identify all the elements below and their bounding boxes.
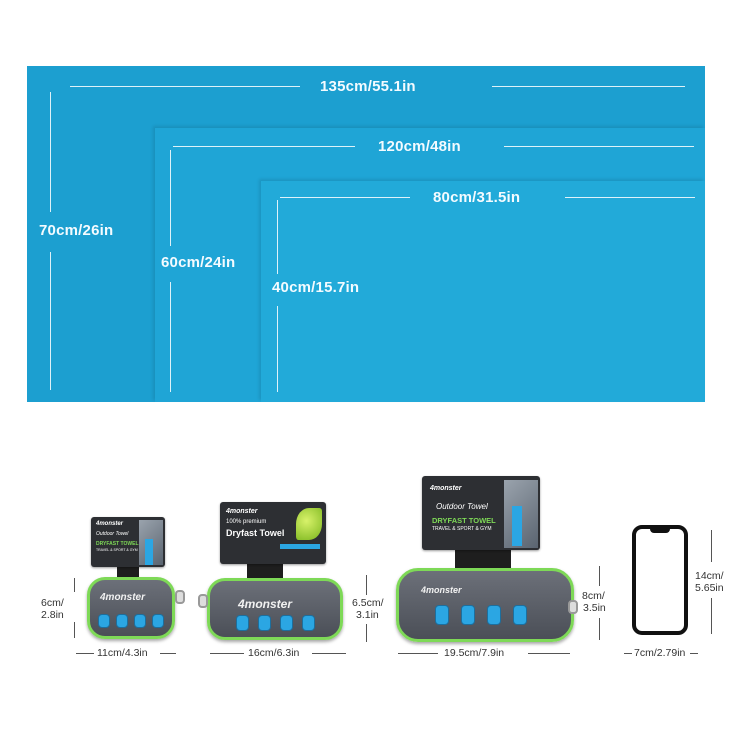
pack-small-tag-subtitle: Outdoor Towel xyxy=(96,531,129,537)
towel-small-height-line-bottom xyxy=(277,306,278,392)
pack-small-width-line-left xyxy=(76,653,94,654)
towel-large-height-label: 70cm/26in xyxy=(39,222,114,239)
pack-medium-tag: 4monster 100% premium Dryfast Towel xyxy=(220,502,326,564)
pack-small-vent-2 xyxy=(116,614,128,628)
towel-small-height-label: 40cm/15.7in xyxy=(272,279,360,296)
towel-medium-width-line-left xyxy=(173,146,355,147)
pack-medium-tag-leaf xyxy=(296,508,322,540)
pack-medium-vent-3 xyxy=(280,615,293,631)
pack-large-vent-4 xyxy=(513,605,527,625)
pack-large-zipper xyxy=(568,600,578,614)
pack-large-height-label-2: 3.5in xyxy=(583,602,606,614)
smartphone-icon xyxy=(632,525,688,635)
towel-large-width-label: 135cm/55.1in xyxy=(320,78,416,95)
phone-height-line-top xyxy=(711,530,712,562)
pack-small-height-line-top xyxy=(74,578,75,592)
pack-large: 4monster xyxy=(396,568,574,642)
phone-height-label-2: 5.65in xyxy=(695,582,724,594)
pack-large-height-line-bottom xyxy=(599,618,600,640)
pack-medium-zipper xyxy=(198,594,208,608)
pack-small-height-line-bottom xyxy=(74,622,75,638)
phone-notch xyxy=(650,528,670,533)
pack-medium-width-line-right xyxy=(312,653,346,654)
pack-large-tag-brand: 4monster xyxy=(430,485,462,492)
pack-medium-tag-towel-strip xyxy=(280,544,320,549)
pack-medium-tag-title: Dryfast Towel xyxy=(226,528,285,538)
pack-medium-tag-subtitle: 100% premium xyxy=(226,519,267,525)
pack-medium-height-line-top xyxy=(366,575,367,595)
pack-small: 4monster xyxy=(87,577,175,639)
pack-medium-brand: 4monster xyxy=(238,597,293,611)
pack-small-tag-line: TRAVEL & SPORT & GYM xyxy=(96,548,138,552)
pack-small-zipper xyxy=(175,590,185,604)
pack-medium-width-label: 16cm/6.3in xyxy=(248,647,300,659)
pack-large-width-label: 19.5cm/7.9in xyxy=(444,647,505,659)
pack-small-tag-title: DRYFAST TOWEL xyxy=(96,541,139,547)
pack-medium: 4monster xyxy=(207,578,343,640)
pack-large-tag-title: DRYFAST TOWEL xyxy=(432,516,496,525)
pack-medium-vent-1 xyxy=(236,615,249,631)
pack-small-vent-4 xyxy=(152,614,164,628)
pack-large-vent-1 xyxy=(435,605,449,625)
pack-large-vent-2 xyxy=(461,605,475,625)
pack-large-tag-towel-strip xyxy=(512,506,522,546)
pack-large-tag-subtitle: Outdoor Towel xyxy=(436,502,488,511)
towel-small-width-line-left xyxy=(280,197,410,198)
towel-small xyxy=(261,181,705,402)
pack-small-width-label: 11cm/4.3in xyxy=(97,647,148,659)
pack-large-width-line-right xyxy=(528,653,570,654)
pack-medium-height-label-1: 6.5cm/ xyxy=(352,597,384,609)
towel-medium-width-line-right xyxy=(504,146,694,147)
pack-large-width-line-left xyxy=(398,653,438,654)
pack-small-height-label-1: 6cm/ xyxy=(41,597,64,609)
towel-medium-height-line-top xyxy=(170,150,171,246)
pack-small-brand: 4monster xyxy=(100,592,146,603)
towel-small-height-line-top xyxy=(277,200,278,274)
pack-small-vent-3 xyxy=(134,614,146,628)
pack-small-tag-towel-strip xyxy=(145,539,153,565)
pack-large-tag: 4monster Outdoor Towel DRYFAST TOWEL TRA… xyxy=(422,476,540,550)
pack-medium-tag-brand: 4monster xyxy=(226,508,258,515)
phone-width-label: 7cm/2.79in xyxy=(634,647,686,659)
towel-large-width-line-left xyxy=(70,86,300,87)
pack-small-tag-brand: 4monster xyxy=(96,521,124,527)
towel-large-height-line-top xyxy=(50,92,51,212)
pack-small-height-label-2: 2.8in xyxy=(41,609,64,621)
pack-large-height-line-top xyxy=(599,566,600,586)
towel-medium-height-line-bottom xyxy=(170,282,171,392)
pack-medium-vent-4 xyxy=(302,615,315,631)
phone-width-line-right xyxy=(690,653,698,654)
pack-medium-height-label-2: 3.1in xyxy=(356,609,379,621)
pack-medium-vent-2 xyxy=(258,615,271,631)
towel-medium-width-label: 120cm/48in xyxy=(378,138,461,155)
pack-medium-height-line-bottom xyxy=(366,624,367,642)
towel-small-width-label: 80cm/31.5in xyxy=(433,189,521,206)
phone-height-label-1: 14cm/ xyxy=(695,570,724,582)
towel-large-height-line-bottom xyxy=(50,252,51,390)
pack-small-width-line-right xyxy=(160,653,176,654)
pack-small-vent-1 xyxy=(98,614,110,628)
towel-medium-height-label: 60cm/24in xyxy=(161,254,236,271)
phone-width-line-left xyxy=(624,653,632,654)
pack-large-brand: 4monster xyxy=(421,585,462,595)
pack-large-tag-line: TRAVEL & SPORT & GYM xyxy=(432,526,492,532)
pack-medium-width-line-left xyxy=(210,653,244,654)
pack-small-tag: 4monster Outdoor Towel DRYFAST TOWEL TRA… xyxy=(91,517,165,567)
towel-small-width-line-right xyxy=(565,197,695,198)
phone-height-line-bottom xyxy=(711,598,712,634)
pack-large-vent-3 xyxy=(487,605,501,625)
pack-large-height-label-1: 8cm/ xyxy=(582,590,605,602)
towel-large-width-line-right xyxy=(492,86,685,87)
